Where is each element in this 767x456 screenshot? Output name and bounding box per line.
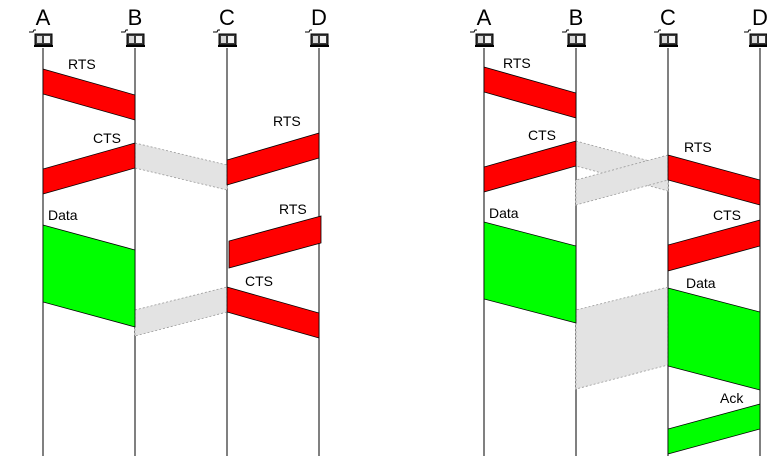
- overheard-band: [134, 286, 228, 337]
- message-label-cts: CTS: [245, 273, 273, 289]
- computer-icon: [28, 29, 54, 48]
- node-label-d: D: [752, 5, 767, 30]
- data-band: [667, 287, 761, 391]
- node-label-b: B: [569, 5, 584, 30]
- cts-band: [42, 142, 136, 195]
- data-band: [483, 221, 577, 324]
- diagram-left: A B C D RTS CTS Data RTS RTS C: [28, 5, 330, 456]
- computer-icon: [469, 29, 495, 48]
- rts-band: [226, 132, 320, 186]
- node-label-a: A: [36, 5, 51, 30]
- node-label-c: C: [219, 5, 235, 30]
- overheard-band: [134, 142, 228, 191]
- node-label-a: A: [477, 5, 492, 30]
- computer-icon: [212, 29, 238, 48]
- message-label-data: Data: [489, 205, 519, 221]
- node-label-b: B: [128, 5, 143, 30]
- computer-icon: [120, 29, 146, 48]
- computer-icon: [653, 29, 679, 48]
- rts-band: [667, 154, 761, 206]
- cts-band: [667, 219, 761, 272]
- message-label-cts: CTS: [528, 127, 556, 143]
- rts-band: [483, 66, 577, 119]
- computer-icon: [561, 29, 587, 48]
- cts-band: [483, 140, 577, 193]
- message-label-rts: RTS: [503, 55, 531, 71]
- cts-band: [226, 286, 320, 339]
- node-label-d: D: [311, 5, 327, 30]
- rts-band: [42, 68, 136, 121]
- message-label-cts: CTS: [713, 207, 741, 223]
- message-label-ack: Ack: [720, 390, 744, 406]
- message-label-rts: RTS: [273, 113, 301, 129]
- node-label-c: C: [660, 5, 676, 30]
- data-band: [42, 224, 136, 328]
- ack-band: [667, 403, 761, 455]
- computer-icon: [743, 29, 767, 48]
- rts-band: [228, 215, 322, 269]
- computer-icon: [304, 29, 330, 48]
- message-label-rts: RTS: [68, 56, 96, 72]
- message-label-rts: RTS: [684, 139, 712, 155]
- message-label-data: Data: [48, 207, 78, 223]
- message-label-rts: RTS: [279, 201, 307, 217]
- diagram-right: A B C D RTS CTS Data RTS CTS: [469, 5, 767, 456]
- message-label-cts: CTS: [93, 130, 121, 146]
- message-label-data: Data: [686, 275, 716, 291]
- overheard-band: [575, 286, 669, 390]
